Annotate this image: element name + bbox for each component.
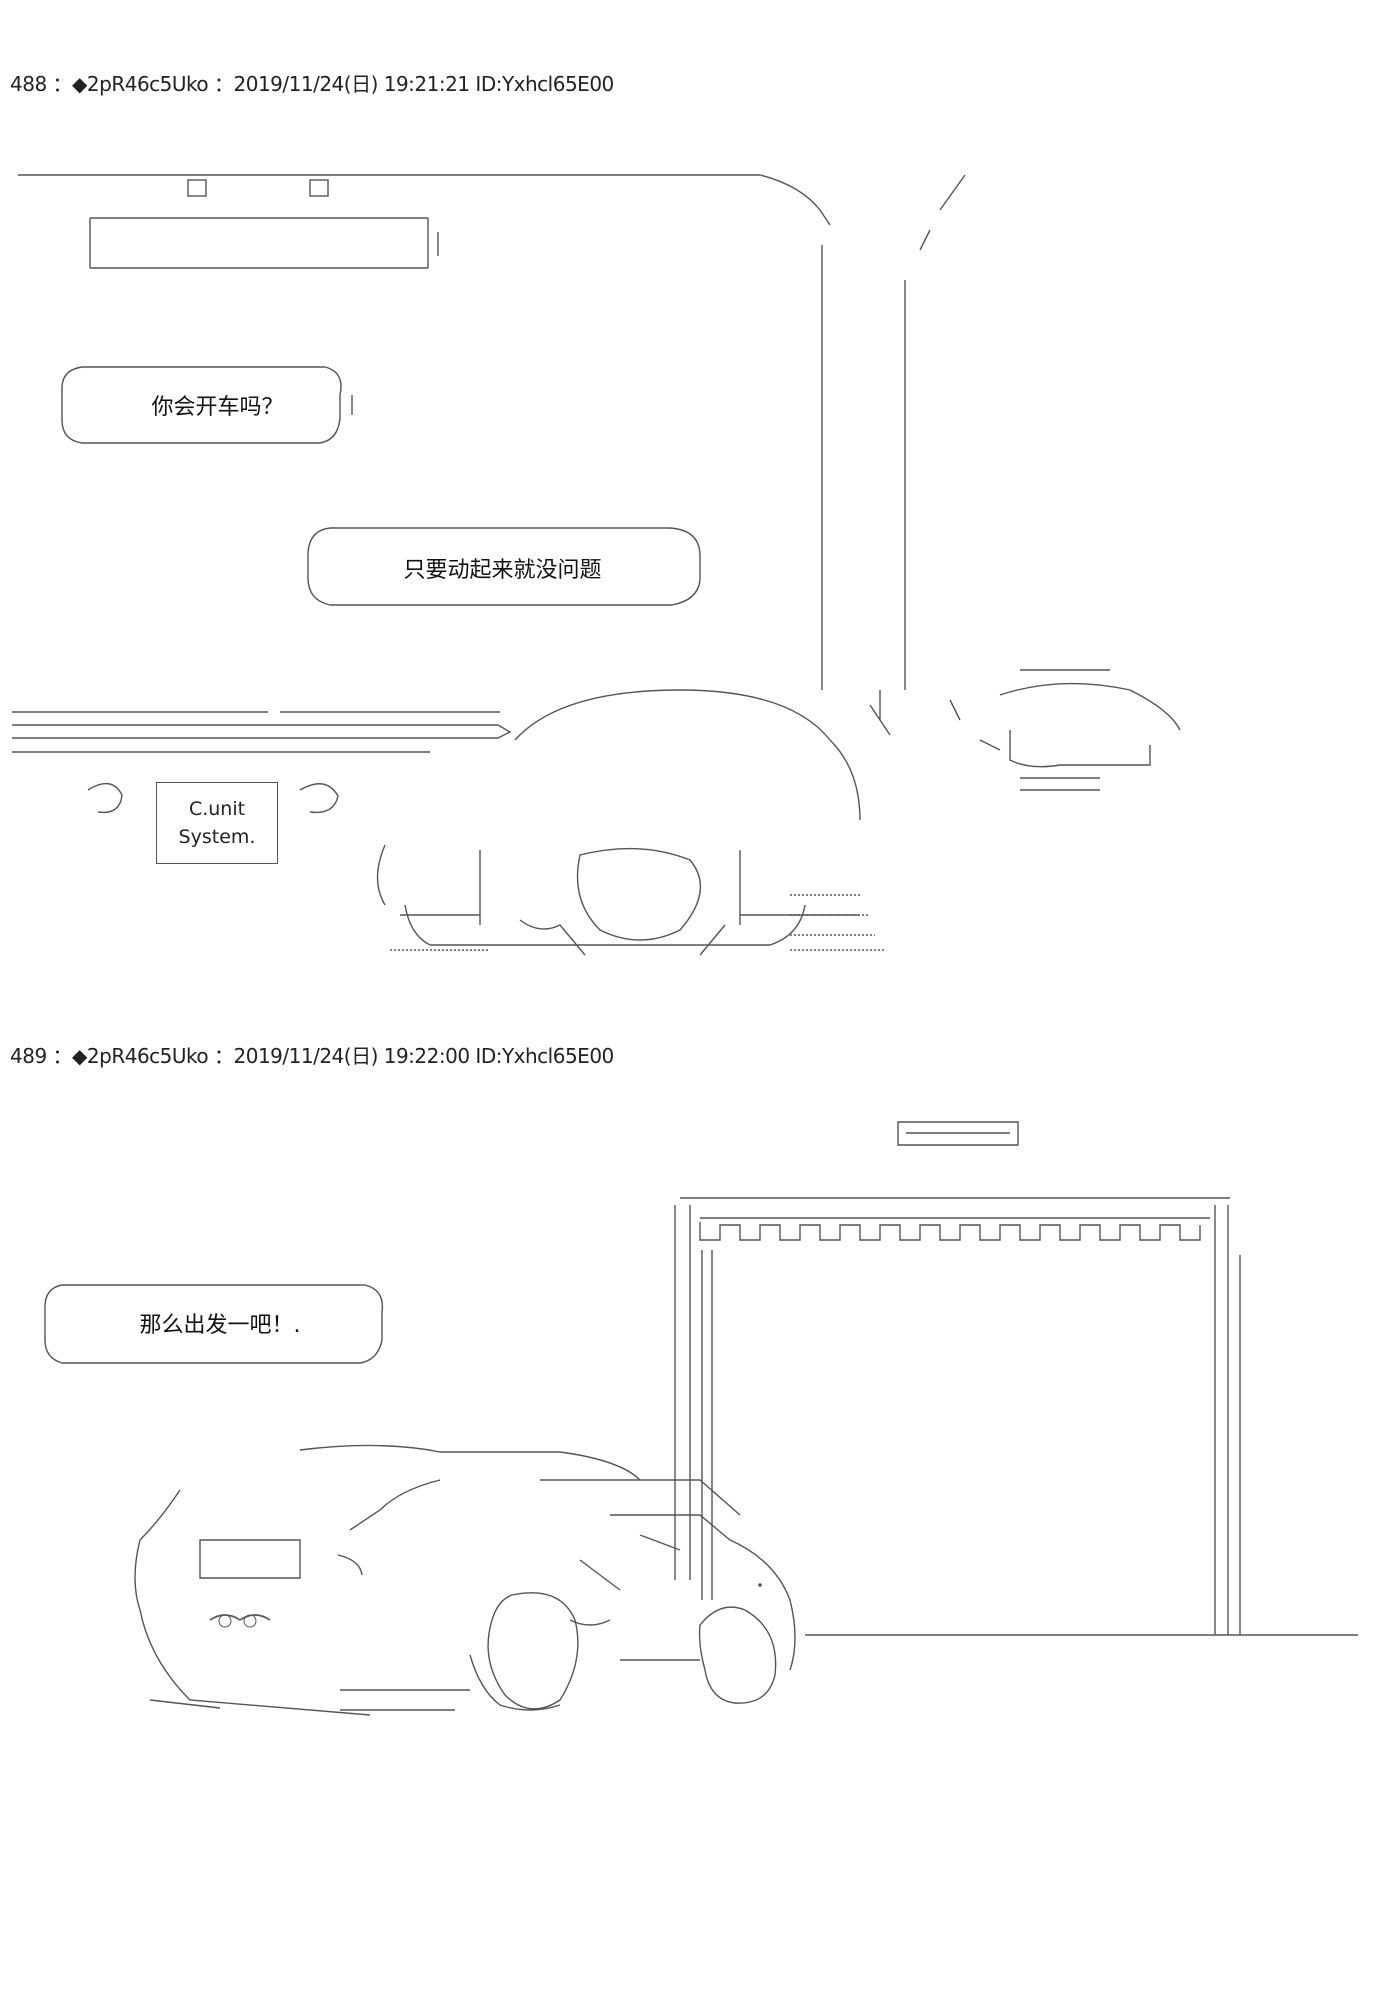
speech-bubble-2-text: 只要动起来就没问题 — [403, 558, 602, 583]
post-header-489: 489 ：◆2pR46c5Uko ：2019/11/24(日) 19:22:00… — [10, 1044, 614, 1068]
speech-bubble-1-text: 你会开车吗？ — [151, 395, 284, 420]
speech-bubble-1: 你会开车吗？ — [80, 385, 355, 425]
bubble-3-outline — [44, 1284, 384, 1364]
left-orb — [87, 782, 123, 814]
small-square-right — [309, 179, 329, 197]
small-square-left — [187, 179, 207, 197]
speech-bubble-2: 只要动起来就没问题 — [320, 548, 685, 588]
gate-right-post — [1214, 1205, 1241, 1635]
machine-label-line-1: C.unit — [188, 798, 246, 820]
car-roof — [299, 1444, 641, 1481]
gate-crenellation — [699, 1222, 1201, 1241]
speech-bubble-3: 那么出发一吧！. — [60, 1303, 380, 1343]
speech-bubble-3-text: 那么出发一吧！. — [139, 1313, 301, 1338]
car-side — [610, 1514, 796, 1671]
bubble-1-outline — [61, 366, 342, 444]
banner-box — [897, 1121, 1019, 1146]
car-front — [134, 1489, 371, 1716]
screen-box — [89, 217, 439, 269]
machine-label-line-2: System. — [178, 826, 256, 848]
bubble-2-outline — [307, 527, 701, 606]
car-front-wheel — [487, 1592, 579, 1710]
robot-head-outline — [514, 689, 861, 821]
post-header-488: 488 ：◆2pR46c5Uko ：2019/11/24(日) 19:21:21… — [10, 72, 614, 96]
gate-left-post — [674, 1197, 1230, 1580]
right-orb — [299, 783, 339, 814]
rail-lines — [12, 711, 500, 753]
car-rear-wheel — [698, 1606, 777, 1704]
car-grille — [199, 1539, 301, 1579]
robot-mouth — [576, 847, 702, 941]
machine-label-box: C.unit System. — [156, 782, 278, 864]
car-dots — [218, 1583, 762, 1628]
